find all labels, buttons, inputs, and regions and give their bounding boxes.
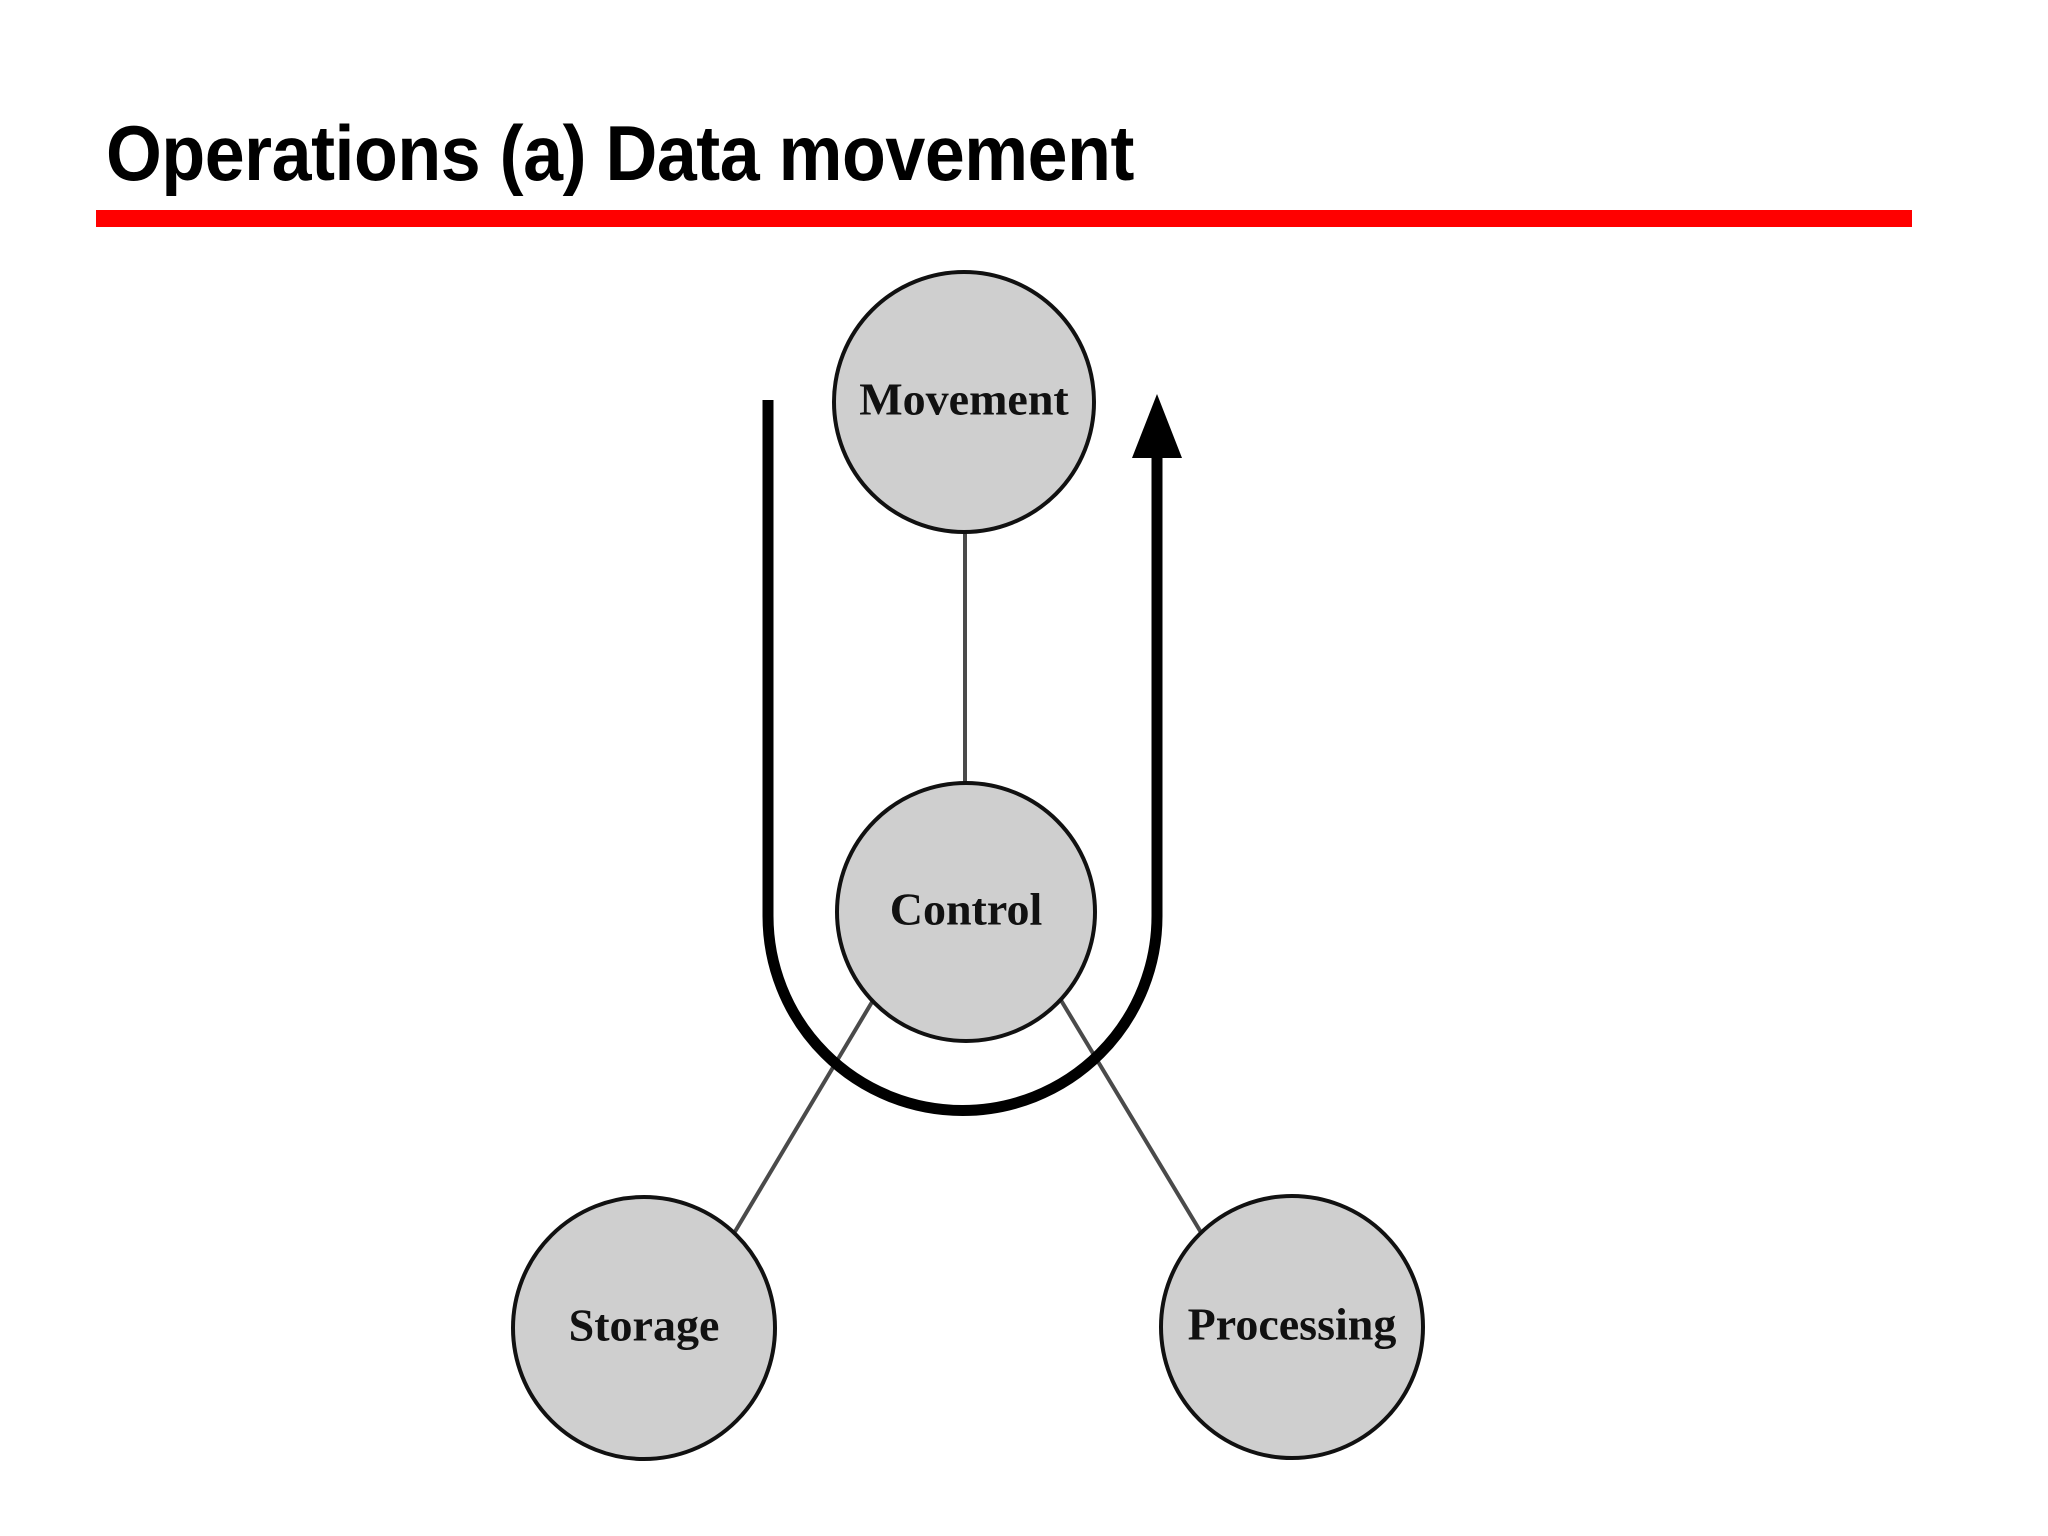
node-control[interactable]: Control bbox=[835, 781, 1097, 1043]
node-storage-circle bbox=[511, 1195, 777, 1461]
data-movement-highlight-path bbox=[762, 400, 1163, 1116]
page-title: Operations (a) Data movement bbox=[106, 109, 1134, 197]
link-control-processing bbox=[1054, 990, 1210, 1246]
title-underline-rule bbox=[96, 210, 1912, 227]
node-storage[interactable]: Storage bbox=[511, 1195, 777, 1461]
node-storage-label: Storage bbox=[569, 1300, 720, 1351]
node-processing-label: Processing bbox=[1188, 1299, 1397, 1350]
link-control-storage bbox=[725, 990, 880, 1247]
node-control-circle bbox=[835, 781, 1097, 1043]
arrow-up-icon bbox=[1132, 394, 1182, 458]
node-processing[interactable]: Processing bbox=[1159, 1194, 1425, 1460]
node-movement-circle bbox=[832, 270, 1096, 534]
node-control-label: Control bbox=[890, 884, 1043, 935]
data-movement-diagram: Movement Control Storage Processing bbox=[0, 230, 2048, 1536]
node-movement[interactable]: Movement bbox=[832, 270, 1096, 534]
slide-header: Operations (a) Data movement bbox=[0, 0, 2048, 230]
node-movement-label: Movement bbox=[859, 374, 1069, 425]
node-processing-circle bbox=[1159, 1194, 1425, 1460]
